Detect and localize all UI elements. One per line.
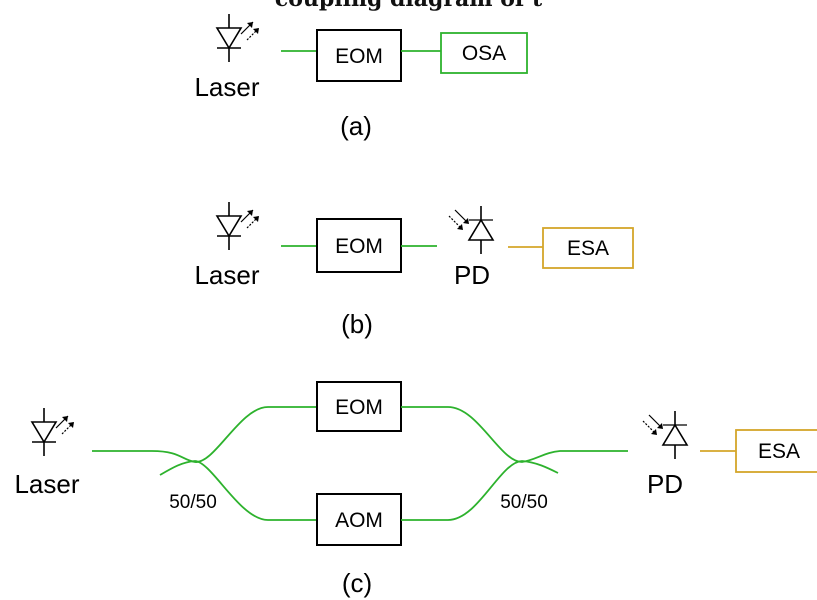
- laser-label: Laser: [194, 260, 259, 290]
- caption-c: (c): [342, 568, 372, 598]
- pd-label: PD: [454, 260, 490, 290]
- fiber-lower-arm: [159, 460, 317, 521]
- fiber-upper-arm: [401, 406, 628, 463]
- coupler-right-label: 50/50: [500, 492, 548, 513]
- laser-label: Laser: [194, 72, 259, 102]
- eom-box: [316, 29, 402, 82]
- coupler-left-label: 50/50: [169, 492, 217, 513]
- eom-box: [316, 218, 402, 273]
- esa-box: [735, 429, 817, 473]
- eom-label: EOM: [335, 396, 383, 419]
- fiber-upper-arm: [151, 406, 317, 463]
- aom-box: [316, 493, 402, 546]
- laser-diode-icon: [216, 13, 260, 63]
- pd-label: PD: [647, 469, 683, 499]
- osa-box: [440, 32, 528, 74]
- fiber-lower-arm: [401, 460, 559, 521]
- laser-diode-icon: [216, 201, 260, 251]
- photodiode-icon: [642, 410, 688, 460]
- laser-label: Laser: [14, 469, 79, 499]
- esa-label: ESA: [567, 237, 609, 260]
- eom-label: EOM: [335, 45, 383, 68]
- esa-label: ESA: [758, 440, 800, 463]
- esa-box: [542, 227, 634, 269]
- panel-b: Laser EOM PD ESA (b): [194, 201, 634, 339]
- cropped-header-text: coupling diagram of t: [0, 0, 817, 12]
- eom-box: [316, 381, 402, 432]
- eom-label: EOM: [335, 235, 383, 258]
- caption-a: (a): [340, 111, 372, 141]
- panel-a: Laser EOM OSA (a): [194, 13, 528, 141]
- laser-diode-icon: [31, 407, 75, 457]
- panel-c: Laser EOM AOM 50/50 50/50 PD ESA (c): [14, 381, 817, 598]
- aom-label: AOM: [335, 509, 383, 532]
- photodiode-icon: [448, 205, 494, 255]
- caption-b: (b): [341, 309, 373, 339]
- osa-label: OSA: [462, 42, 506, 65]
